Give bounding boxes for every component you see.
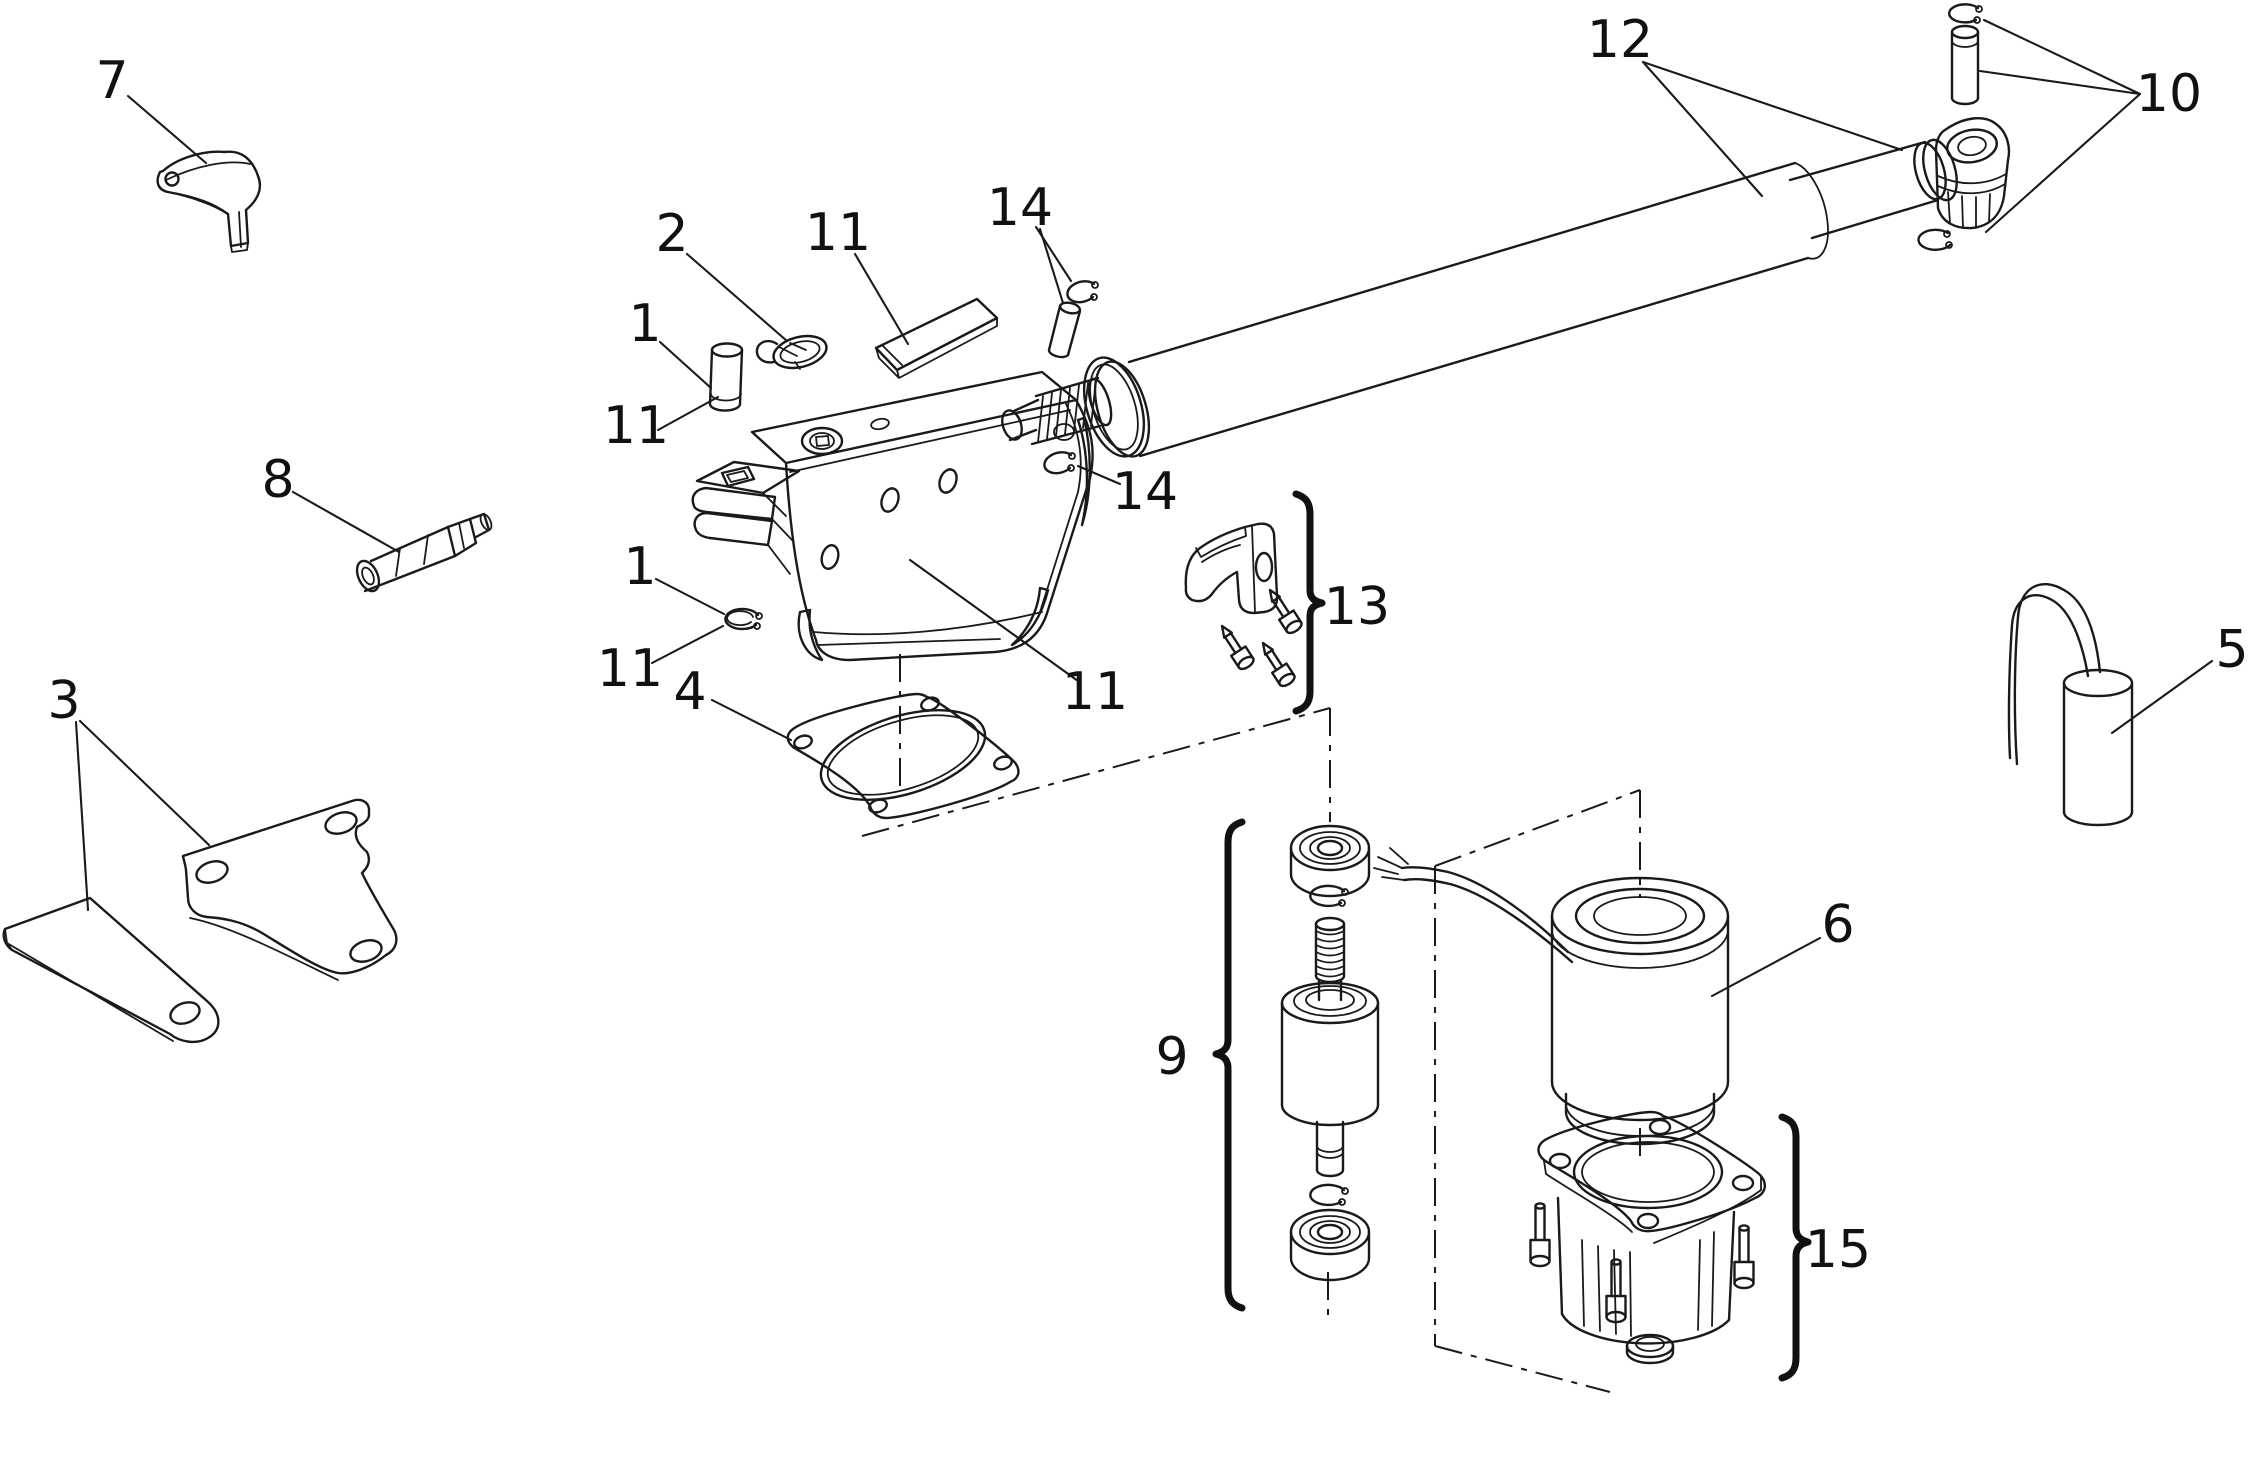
part-label-5: 5 [2215, 620, 2248, 680]
part-label-15: 15 [1805, 1220, 1871, 1280]
leader-14b [1076, 464, 1122, 486]
part-label-4: 4 [673, 662, 706, 722]
stator-wires [1373, 847, 1574, 964]
leader-10b [1978, 69, 2142, 96]
part-11-cover-plate [874, 297, 999, 379]
assembly-axis-lines [861, 654, 1641, 1393]
part-14-clip-and-pin [1047, 280, 1099, 359]
part-2-lock-cam [755, 334, 828, 370]
part-label-11a: 11 [805, 203, 871, 263]
part-6-stator [1550, 876, 1730, 1146]
part-12-tube [1093, 117, 2011, 458]
gearbox-housing [691, 370, 1094, 662]
part-15-motor-housing [1529, 1110, 1767, 1365]
axis-to-stator [1434, 789, 1641, 867]
axis-gasket-to-rotor [861, 707, 1331, 837]
leader-4 [710, 698, 793, 742]
leader-12a [1641, 60, 1764, 198]
group-brace-13 [1292, 490, 1326, 715]
leader-12b [1641, 60, 1904, 152]
leader-1b [654, 577, 726, 616]
part-label-7: 7 [95, 51, 128, 111]
part-5-capacitor [2007, 583, 2134, 827]
leader-3b [78, 719, 211, 847]
part-label-11b: 11 [603, 396, 669, 456]
leader-6 [1710, 936, 1822, 998]
leader-3a [74, 720, 90, 912]
worm-shaft [1001, 356, 1146, 458]
leader-5 [2110, 659, 2214, 735]
leader-7 [126, 94, 208, 165]
leader-11c [650, 624, 725, 665]
part-label-10: 10 [2136, 64, 2202, 124]
part-14-clip-lower [1043, 451, 1076, 475]
part-label-9: 9 [1155, 1027, 1188, 1087]
leader-14a-2 [1038, 227, 1065, 305]
part-10-pin-and-rings [1917, 3, 1983, 251]
part-7-release-key [156, 150, 262, 253]
part-label-6: 6 [1821, 895, 1854, 955]
leader-11d [908, 558, 1080, 683]
part-label-8: 8 [261, 450, 294, 510]
part-8-bushing [355, 512, 493, 593]
stud-left [1529, 1202, 1551, 1268]
part-label-3: 3 [47, 671, 80, 731]
part-label-11c: 11 [597, 639, 663, 699]
part-9-rotor-group [1280, 824, 1380, 1282]
stud-right [1733, 1224, 1755, 1290]
part-label-2: 2 [655, 204, 688, 264]
screw-1 [1213, 620, 1257, 673]
group-brace-9 [1212, 818, 1246, 1312]
part-label-12: 12 [1587, 10, 1653, 70]
axis-to-plug [1434, 1345, 1611, 1393]
leader-1a [658, 340, 713, 390]
callout-labels: 7 2 11 1 11 14 14 12 10 8 3 1 11 4 11 13… [47, 10, 2248, 1280]
part-1-snap-ring [724, 607, 763, 631]
screw-2 [1254, 637, 1298, 690]
leader-11b [656, 395, 720, 432]
part-label-1a: 1 [628, 294, 661, 354]
leader-2 [685, 252, 789, 343]
part-label-13: 13 [1324, 577, 1390, 637]
leader-10a [1982, 18, 2142, 96]
stud-middle [1605, 1258, 1627, 1324]
leader-10c [1984, 92, 2142, 234]
part-1-pin [708, 342, 744, 412]
leader-8 [291, 490, 401, 554]
part-label-1b: 1 [623, 537, 656, 597]
part-label-14b: 14 [1112, 462, 1178, 522]
part-4-gasket [786, 692, 1020, 820]
part-3-brackets [2, 798, 398, 1044]
part-13-clamp-group [1184, 522, 1305, 690]
leader-11a [853, 252, 910, 346]
part-label-11d: 11 [1062, 662, 1128, 722]
part-label-14a: 14 [987, 178, 1053, 238]
group-brace-15 [1778, 1113, 1812, 1382]
